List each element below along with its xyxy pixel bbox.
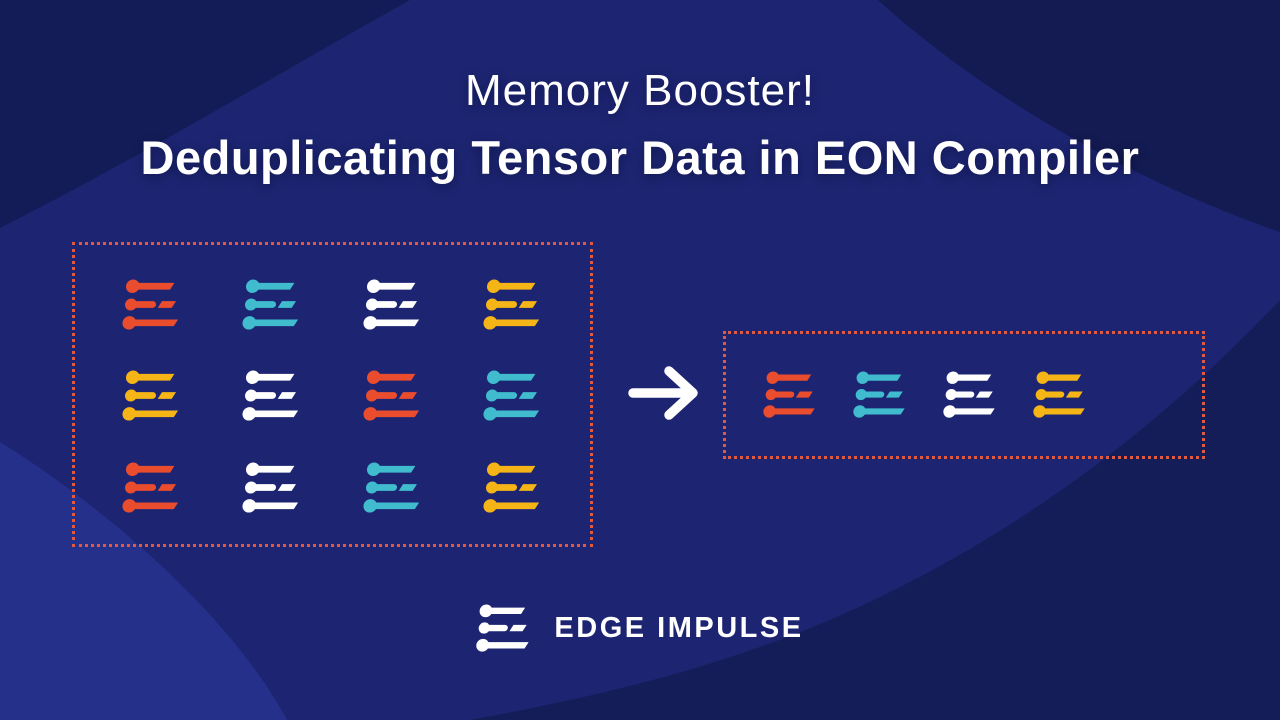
title-line-1: Memory Booster! xyxy=(465,66,815,115)
tensor-icon-teal xyxy=(483,370,545,422)
tensor-icon-yellow xyxy=(122,370,184,422)
tensor-icon-white xyxy=(476,604,534,653)
tensor-icon-white xyxy=(363,279,425,331)
tensor-icon-teal xyxy=(853,371,910,419)
tensor-icon-white xyxy=(943,371,1000,419)
tensor-icon-yellow xyxy=(483,279,545,331)
deduplicated-tensors-box xyxy=(723,331,1205,459)
tensor-icon-teal xyxy=(242,279,304,331)
tensor-icon-yellow xyxy=(483,462,545,514)
tensor-icon-white xyxy=(242,462,304,514)
wave-top-right xyxy=(878,0,1280,232)
tensor-icon-teal xyxy=(363,462,425,514)
tensor-icon-red xyxy=(122,279,184,331)
edge-impulse-logo-text: EDGE IMPULSE xyxy=(554,612,804,644)
tensor-icon-red xyxy=(363,370,425,422)
title-line-2: Deduplicating Tensor Data in EON Compile… xyxy=(140,131,1140,184)
edge-impulse-logo: EDGE IMPULSE xyxy=(0,604,1280,653)
tensor-icon-red xyxy=(762,371,820,419)
tensor-icon-white xyxy=(242,370,304,422)
wave-bottom-right xyxy=(470,300,1280,720)
wave-bottom-left xyxy=(0,442,287,720)
duplicated-tensors-box xyxy=(72,242,593,547)
tensor-icon-red xyxy=(122,462,184,514)
wave-top-left xyxy=(0,0,410,228)
tensor-icon-yellow xyxy=(1033,371,1090,419)
headline: Memory Booster! Deduplicating Tensor Dat… xyxy=(0,0,1280,185)
arrow-right-icon xyxy=(627,361,699,425)
